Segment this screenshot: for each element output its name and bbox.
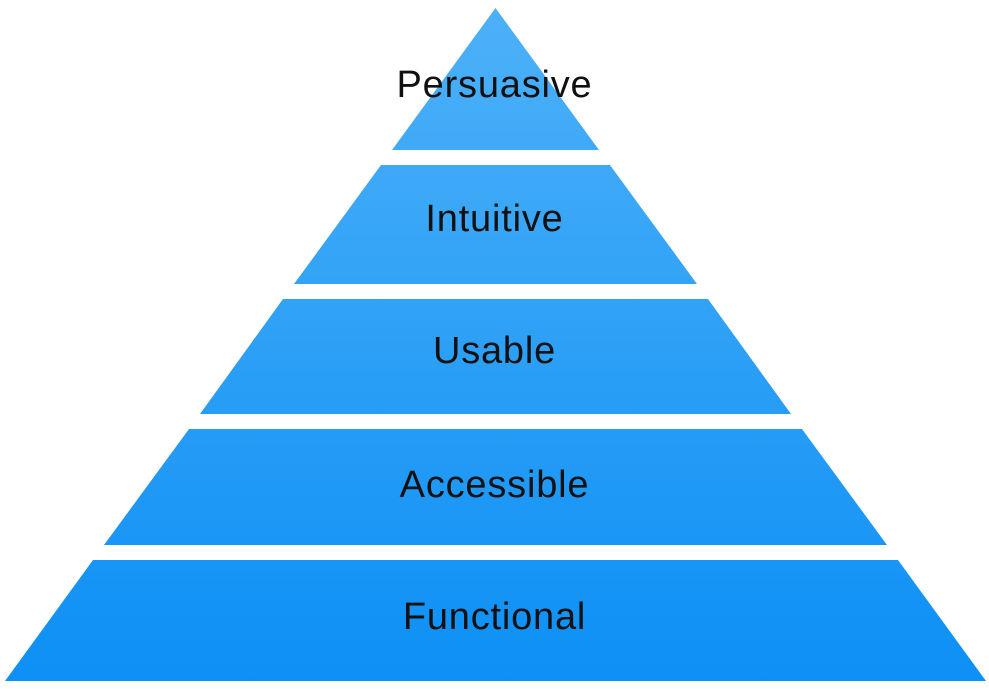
pyramid-diagram: Persuasive Intuitive Usable Accessible F… (5, 8, 986, 681)
pyramid-level-functional (5, 560, 986, 681)
pyramid-level-usable (200, 299, 791, 414)
pyramid-level-accessible (104, 429, 887, 545)
